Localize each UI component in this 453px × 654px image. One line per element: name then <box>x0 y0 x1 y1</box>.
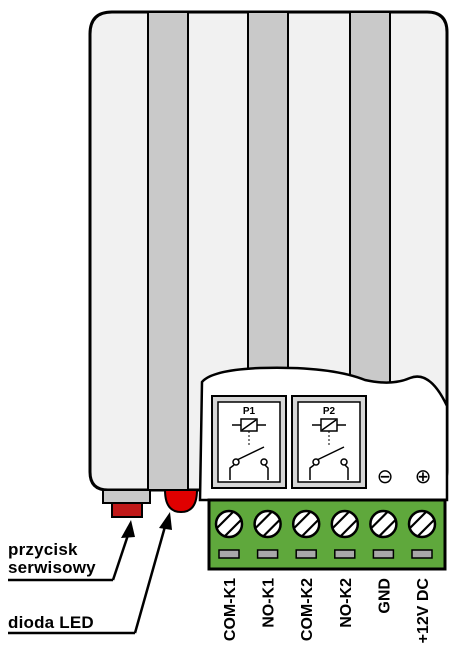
relay-p1-label: P1 <box>243 406 256 417</box>
terminal-slot <box>411 549 433 559</box>
relay-p2: P2 <box>291 395 367 489</box>
terminal-screw[interactable] <box>330 509 360 539</box>
terminal-block <box>207 498 447 571</box>
terminal-slot <box>334 549 356 559</box>
housing-stripes <box>147 13 391 489</box>
terminal-label: COM-K1 <box>222 578 239 641</box>
terminal-slot <box>295 549 317 559</box>
terminal-label: GND <box>376 578 393 614</box>
terminal-screw[interactable] <box>291 509 321 539</box>
service-button-callout: przycisk serwisowy <box>8 541 96 577</box>
minus-symbol: ⊖ <box>377 464 394 488</box>
service-button-label-line1: przycisk <box>8 540 78 559</box>
terminal-screw[interactable] <box>253 509 282 539</box>
terminal-screw[interactable] <box>214 509 244 539</box>
terminal-label: NO-K1 <box>261 578 278 628</box>
service-button[interactable] <box>102 489 151 518</box>
terminal-screw[interactable] <box>407 509 437 539</box>
relay-p2-label: P2 <box>323 406 336 417</box>
terminal-label: NO-K2 <box>338 578 355 628</box>
service-button-label-line2: serwisowy <box>8 558 96 577</box>
led-indicator <box>163 489 199 514</box>
terminal-screw[interactable] <box>369 509 398 539</box>
led-callout: dioda LED <box>8 613 94 632</box>
terminal-slot <box>256 549 279 559</box>
terminal-slot <box>372 549 395 559</box>
terminal-label: +12V DC <box>415 578 432 644</box>
plus-symbol: ⊕ <box>415 464 432 488</box>
relay-p1: P1 <box>211 395 287 489</box>
terminal-label: COM-K2 <box>299 578 316 641</box>
terminal-slot <box>218 549 240 559</box>
callout-lines <box>8 512 172 635</box>
